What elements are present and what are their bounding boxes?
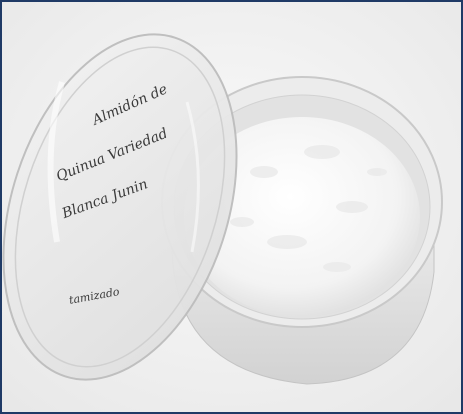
starch-powder bbox=[184, 117, 420, 317]
container-lid bbox=[2, 33, 238, 381]
